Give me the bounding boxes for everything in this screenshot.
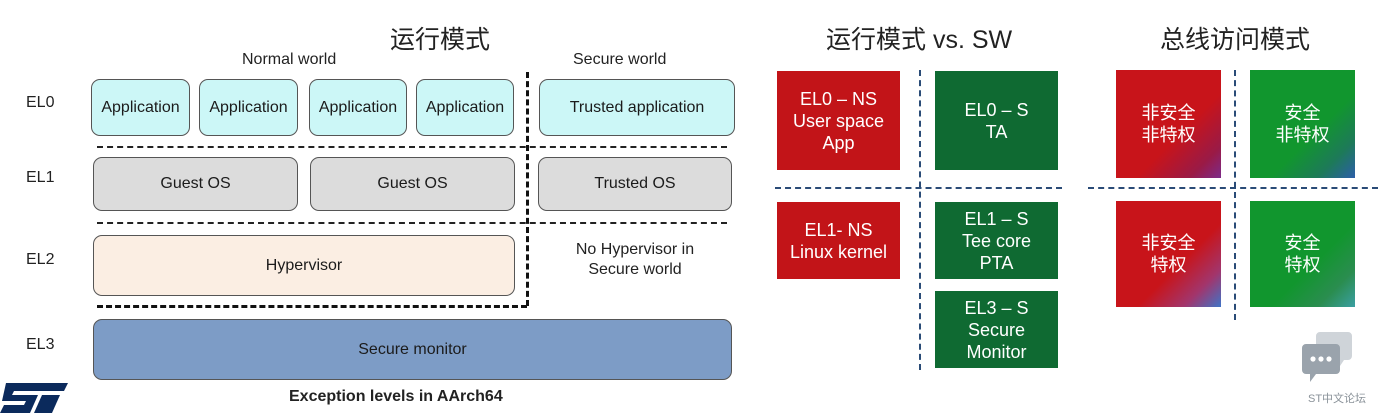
- el1-s-tile: EL1 – S Tee core PTA: [935, 202, 1058, 279]
- tile-line: 非特权: [1275, 125, 1330, 145]
- right-vertical-divider: [1234, 70, 1236, 320]
- el1-ns-tile: EL1- NS Linux kernel: [777, 202, 900, 279]
- middle-horizontal-divider: [775, 187, 1062, 189]
- trusted-os-box: Trusted OS: [538, 157, 732, 211]
- tile-line: EL0 – NS: [799, 88, 878, 109]
- tile-line: EL1 – S: [964, 208, 1029, 229]
- el2-label: EL2: [26, 251, 55, 268]
- tile-line: Monitor: [966, 341, 1027, 362]
- tile-line: 特权: [1284, 255, 1321, 275]
- application-box: Application: [309, 79, 407, 136]
- el3-label: EL3: [26, 336, 55, 353]
- st-logo-icon: [0, 383, 68, 413]
- no-hypervisor-line2: Secure world: [588, 261, 682, 278]
- guest-os-box: Guest OS: [93, 157, 298, 211]
- tile-line: User space: [792, 110, 885, 131]
- tile-line: App: [822, 132, 855, 153]
- secure-unprivileged-tile: 安全 非特权: [1250, 70, 1355, 178]
- secure-privileged-tile: 安全 特权: [1250, 201, 1355, 307]
- el1-el2-divider: [97, 222, 727, 224]
- diagram-caption: Exception levels in AArch64: [289, 388, 503, 405]
- el0-ns-tile: EL0 – NS User space App: [777, 71, 900, 170]
- tile-line: TA: [985, 121, 1008, 142]
- secure-monitor-box: Secure monitor: [93, 319, 732, 380]
- chat-bubbles-icon: [1302, 332, 1352, 382]
- no-hypervisor-line1: No Hypervisor in: [575, 241, 695, 258]
- hypervisor-box: Hypervisor: [93, 235, 515, 296]
- tile-line: 非特权: [1141, 125, 1196, 145]
- secure-world-label: Secure world: [573, 51, 667, 68]
- no-hypervisor-note: No Hypervisor in Secure world: [556, 240, 714, 280]
- world-divider: [526, 72, 529, 306]
- tile-line: 安全: [1284, 233, 1321, 253]
- tile-line: EL3 – S: [964, 297, 1029, 318]
- el0-el1-divider: [97, 146, 727, 148]
- el1-label: EL1: [26, 169, 55, 186]
- left-title: 运行模式: [390, 26, 491, 54]
- application-box: Application: [199, 79, 298, 136]
- guest-os-box: Guest OS: [310, 157, 515, 211]
- normal-world-label: Normal world: [242, 51, 337, 68]
- tile-line: Secure: [967, 319, 1026, 340]
- watermark-text: ST中文论坛: [1308, 393, 1367, 405]
- non-secure-privileged-tile: 非安全 特权: [1116, 201, 1221, 307]
- trusted-application-box: Trusted application: [539, 79, 735, 136]
- middle-vertical-divider: [919, 70, 921, 370]
- el3-s-tile: EL3 – S Secure Monitor: [935, 291, 1058, 368]
- tile-line: Tee core: [961, 230, 1032, 251]
- tile-line: Linux kernel: [789, 241, 888, 262]
- tile-line: 非安全: [1141, 233, 1196, 253]
- middle-title: 运行模式 vs. SW: [826, 26, 1013, 54]
- tile-line: PTA: [979, 252, 1014, 273]
- right-horizontal-divider: [1088, 187, 1378, 189]
- el0-label: EL0: [26, 94, 55, 111]
- tile-line: 安全: [1284, 103, 1321, 123]
- tile-line: EL0 – S: [964, 99, 1029, 120]
- tile-line: EL1- NS: [804, 219, 873, 240]
- right-title: 总线访问模式: [1160, 26, 1311, 54]
- tile-line: 非安全: [1141, 103, 1196, 123]
- el2-bottom-divider: [97, 305, 527, 308]
- tile-line: 特权: [1150, 255, 1187, 275]
- el0-s-tile: EL0 – S TA: [935, 71, 1058, 170]
- application-box: Application: [416, 79, 514, 136]
- non-secure-unprivileged-tile: 非安全 非特权: [1116, 70, 1221, 178]
- application-box: Application: [91, 79, 190, 136]
